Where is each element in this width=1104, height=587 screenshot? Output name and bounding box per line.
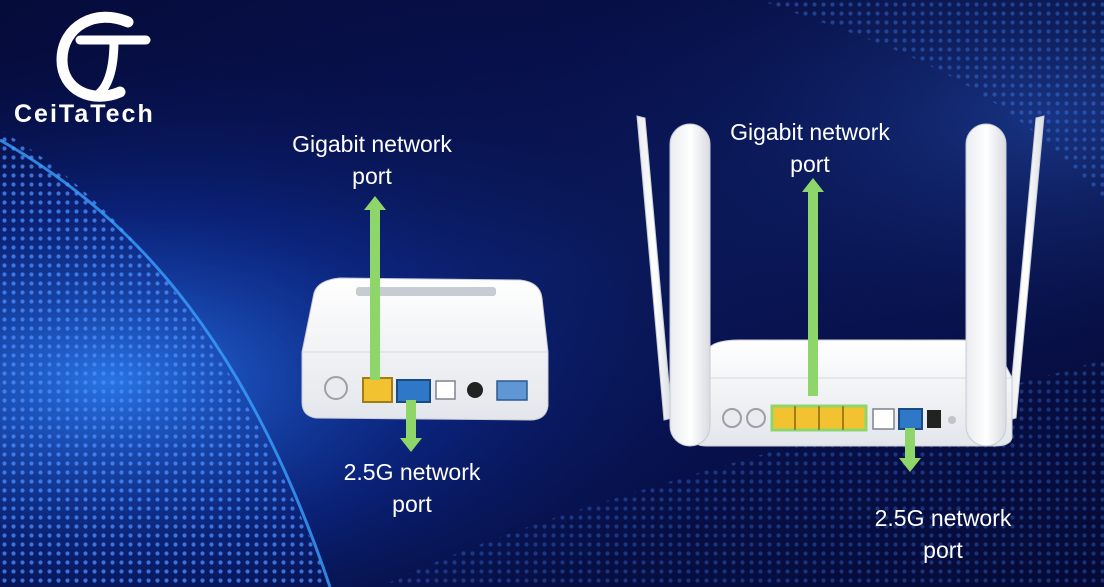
port-25g-right	[898, 408, 923, 430]
label-25g-right: 2.5G network port	[874, 505, 1012, 563]
onu-device	[301, 277, 549, 421]
arrow-gigabit-right	[802, 178, 824, 396]
arrow-25g-left	[400, 400, 422, 452]
arrow-gigabit-left	[364, 196, 386, 380]
ct-monogram-icon	[56, 11, 151, 102]
label-gigabit-right: Gigabit network port	[730, 119, 890, 177]
label-25g-left: 2.5G network port	[343, 459, 481, 517]
router-device	[636, 115, 1045, 447]
gigabit-port-left	[362, 377, 393, 403]
logo-wordmark: CeiTaTech	[14, 100, 155, 128]
label-gigabit-left: Gigabit network port	[292, 131, 452, 189]
arrow-25g-right	[899, 428, 921, 472]
gigabit-ports-right	[770, 404, 868, 432]
port-25g-left	[396, 379, 431, 403]
